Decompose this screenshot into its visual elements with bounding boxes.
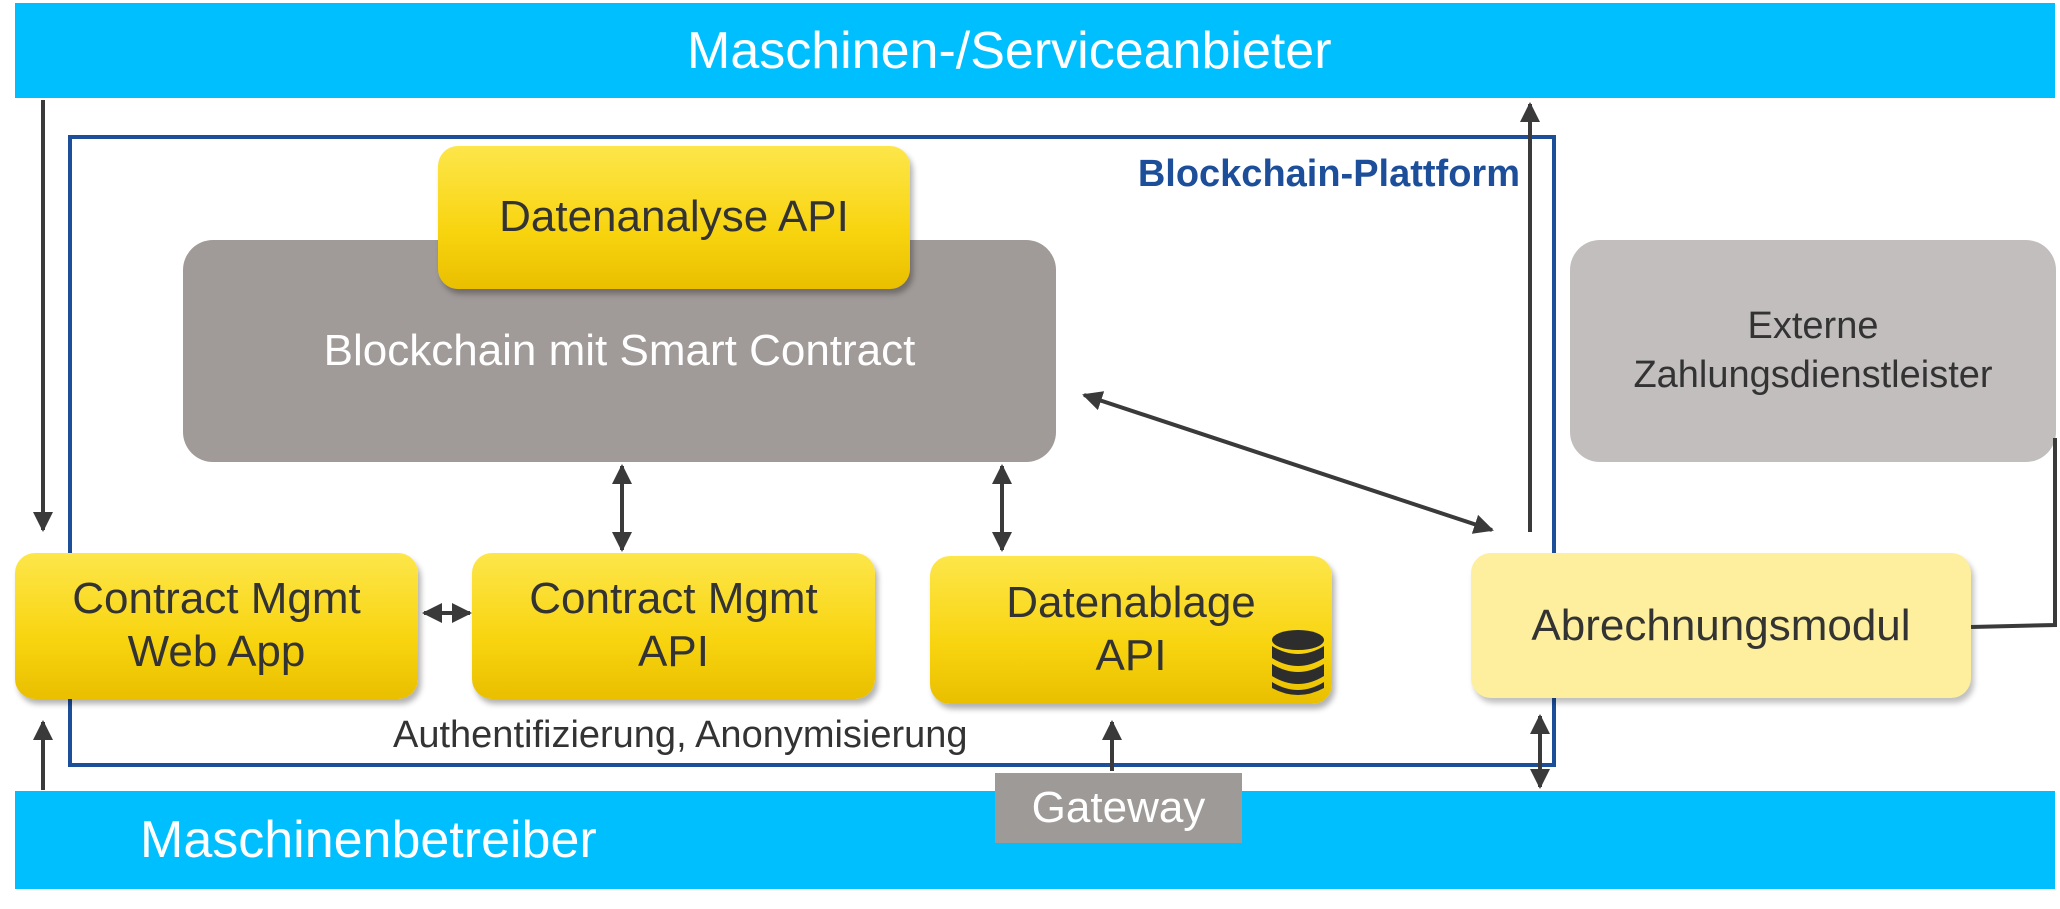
abrechnungsmodul-box: Abrechnungsmodul bbox=[1471, 553, 1971, 698]
database-icon bbox=[1272, 630, 1324, 695]
extern-line2: Zahlungsdienstleister bbox=[1633, 354, 1993, 396]
platform-frame bbox=[68, 135, 1556, 767]
web-app-line2: Web App bbox=[127, 627, 306, 676]
datenablage-line2: API bbox=[1095, 631, 1167, 680]
datenanalyse-api-label: Datenanalyse API bbox=[499, 192, 849, 242]
datenablage-api-box: Datenablage API bbox=[930, 556, 1332, 704]
extern-line1: Externe bbox=[1747, 304, 1879, 347]
contract-api-line2: API bbox=[638, 627, 709, 676]
platform-label: Blockchain-Plattform bbox=[1137, 153, 1520, 195]
top-band-label: Maschinen-/Serviceanbieter bbox=[687, 21, 1332, 80]
externe-zahlungsdienstleister-box: Externe Zahlungsdienstleister bbox=[1570, 240, 2056, 462]
web-app-line1: Contract Mgmt bbox=[72, 574, 361, 624]
line-abrechnung-extern bbox=[1970, 438, 2057, 629]
arrow-blockchain-abrechnung bbox=[1082, 391, 1494, 534]
bottom-band: Maschinenbetreiber bbox=[15, 791, 2055, 889]
contract-api-line1: Contract Mgmt bbox=[529, 574, 818, 624]
datenablage-line1: Datenablage bbox=[1006, 578, 1256, 628]
blockchain-label: Blockchain mit Smart Contract bbox=[323, 326, 916, 375]
auth-text: Authentifizierung, Anonymisierung bbox=[393, 714, 968, 756]
abrechnungsmodul-label: Abrechnungsmodul bbox=[1531, 600, 1911, 650]
contract-mgmt-web-app-box: Contract Mgmt Web App bbox=[15, 553, 418, 699]
top-band: Maschinen-/Serviceanbieter bbox=[15, 3, 2055, 98]
gateway-box: Gateway bbox=[995, 773, 1242, 843]
datenanalyse-api-box: Datenanalyse API bbox=[438, 146, 910, 289]
gateway-label: Gateway bbox=[1031, 783, 1206, 832]
contract-mgmt-api-box: Contract Mgmt API bbox=[472, 553, 875, 699]
bottom-band-label: Maschinenbetreiber bbox=[140, 811, 597, 869]
